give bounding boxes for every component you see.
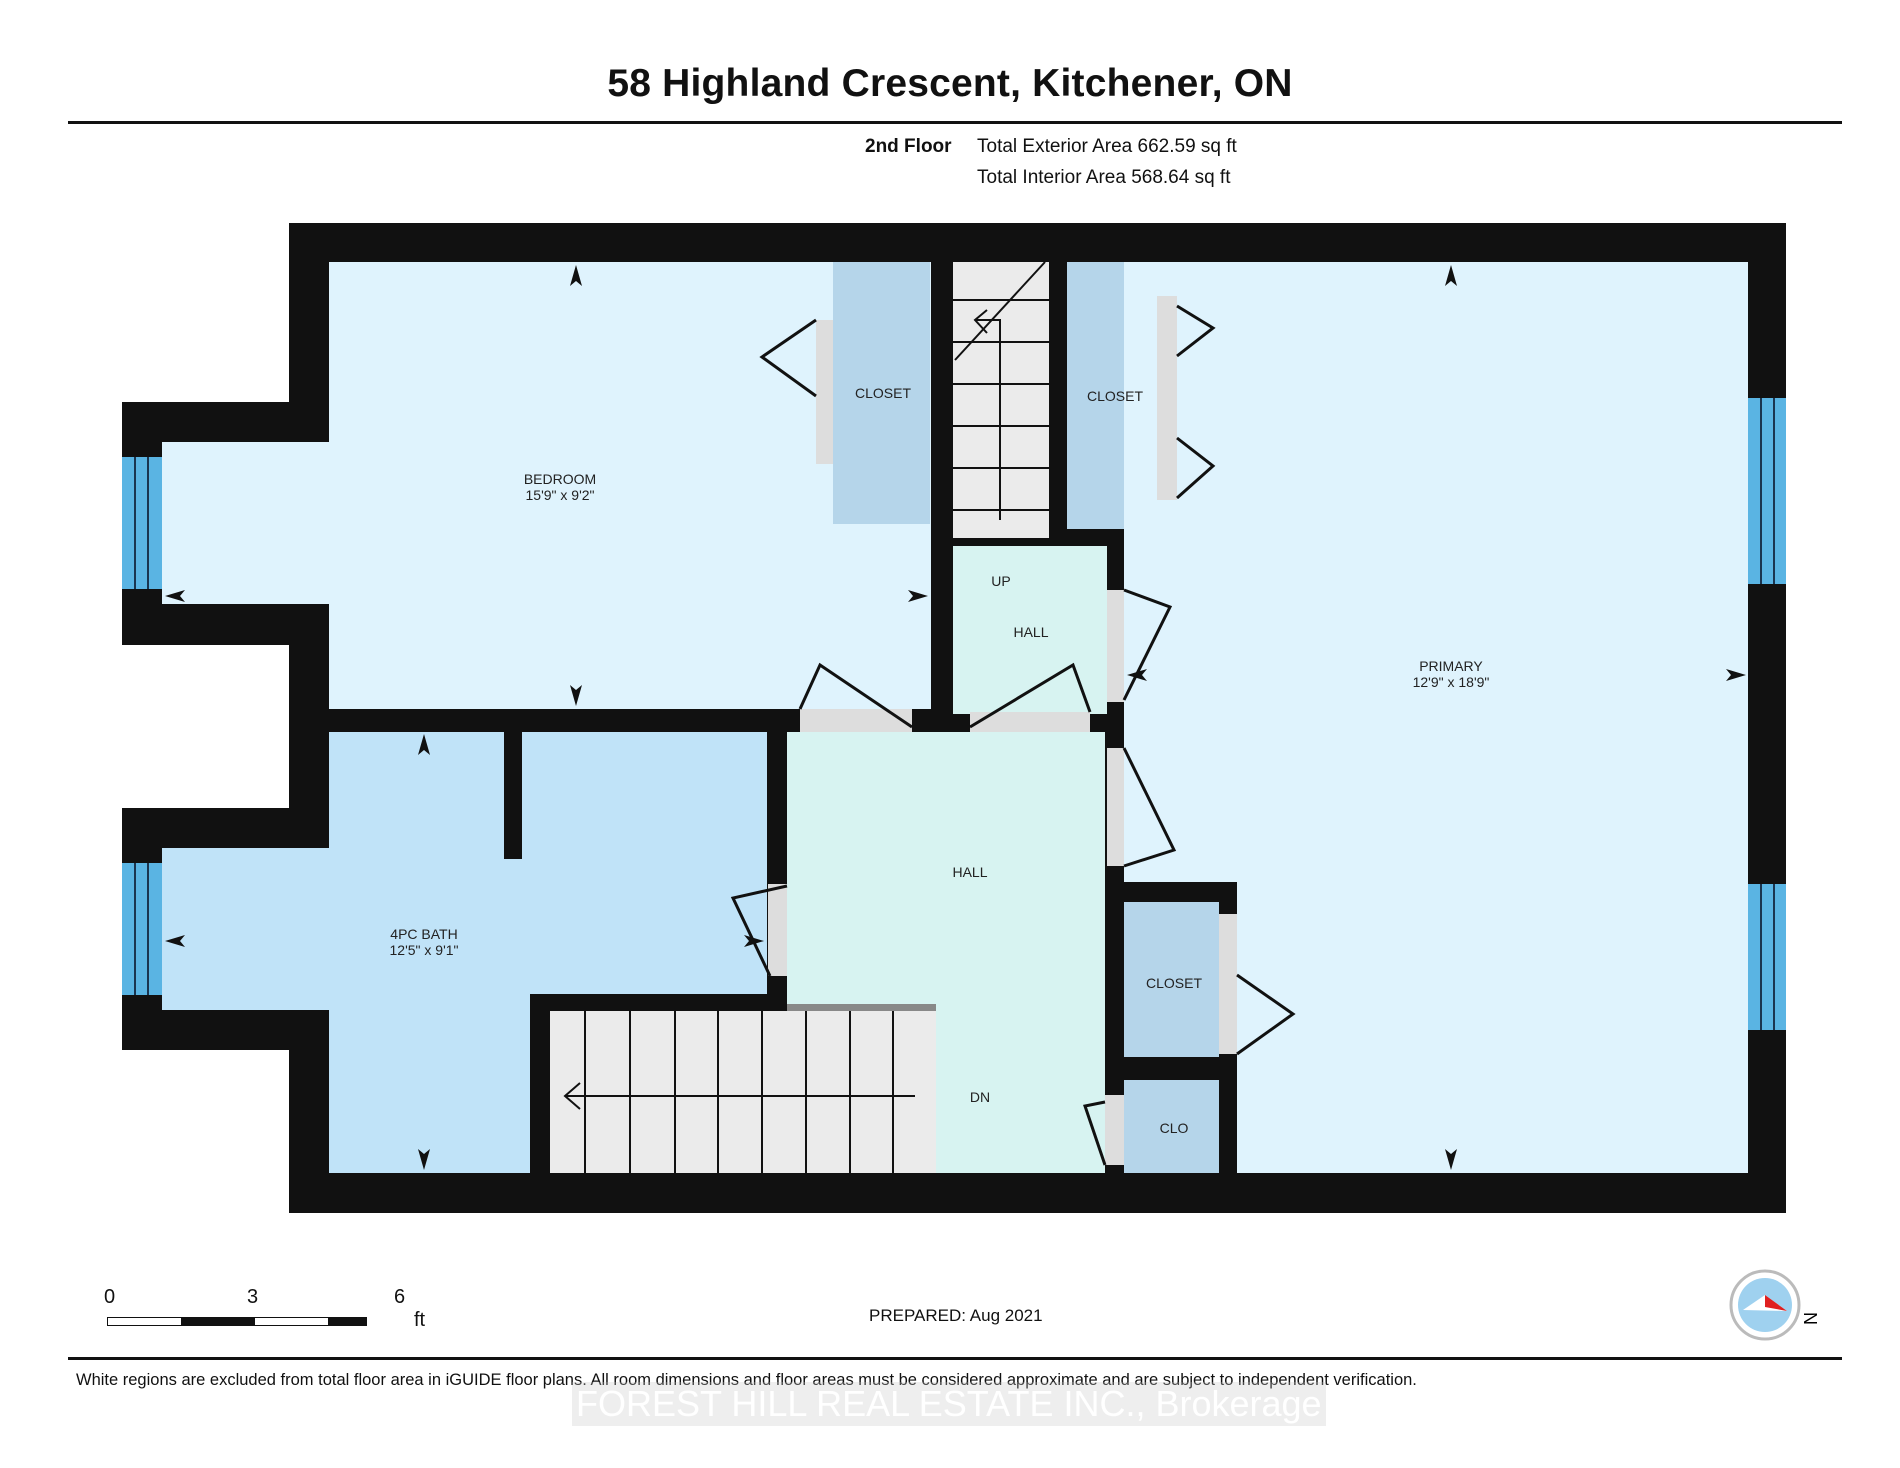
bath-bay-floor <box>162 848 332 1010</box>
door-openings <box>768 296 1237 1165</box>
primary-dims: 12'9" x 18'9" <box>1413 674 1490 690</box>
footer-divider <box>68 1357 1842 1360</box>
window-bedroom <box>122 457 162 589</box>
hall-upper-name: HALL <box>1013 624 1048 640</box>
closet-primary-bottom-floor <box>1124 902 1219 1057</box>
clo-divider-wall <box>1124 1057 1224 1080</box>
disclaimer-text: White regions are excluded from total fl… <box>76 1371 1417 1389</box>
compass-icon: N <box>1729 1269 1819 1341</box>
closet-primary-top-name: CLOSET <box>1087 388 1143 404</box>
scale-unit: ft <box>414 1309 426 1331</box>
bath-name: 4PC BATH <box>390 926 457 942</box>
page-title: 58 Highland Crescent, Kitchener, ON <box>607 62 1293 105</box>
window-primary-bottom <box>1748 884 1786 1030</box>
stair-top-edge <box>787 1004 936 1011</box>
scale-label-3: 3 <box>247 1286 259 1308</box>
scale-label-0: 0 <box>104 1286 116 1308</box>
brokerage-watermark: FOREST HILL REAL ESTATE INC., Brokerage <box>572 1382 1326 1426</box>
dimension-arrows <box>165 265 1746 1170</box>
window-bath <box>122 863 162 995</box>
door-swings <box>730 304 1296 1166</box>
window-primary-top <box>1748 398 1786 584</box>
bath-dims: 12'5" x 9'1" <box>390 942 459 958</box>
clo-name: CLO <box>1160 1120 1189 1136</box>
closet-bedroom-name: CLOSET <box>855 385 911 401</box>
scale-bar <box>107 1317 367 1326</box>
header-divider <box>68 121 1842 124</box>
bath-divider-wall <box>504 732 522 859</box>
up-label: UP <box>991 573 1010 589</box>
floor-label: 2nd Floor <box>865 136 952 157</box>
scale-label-6: 6 <box>394 1286 406 1308</box>
bedroom-name: BEDROOM <box>524 471 596 487</box>
room-floors <box>162 262 1748 1174</box>
stairs-down <box>563 1011 915 1173</box>
bedroom-dims: 15'9" x 9'2" <box>526 487 595 503</box>
windows <box>122 398 1786 1030</box>
bedroom-bay-floor <box>162 442 332 604</box>
prepared-date: PREPARED: Aug 2021 <box>869 1306 1043 1325</box>
clo-floor <box>1124 1080 1219 1173</box>
room-labels: BEDROOM 15'9" x 9'2" CLOSET CLOSET UP HA… <box>390 385 1490 1136</box>
dn-label: DN <box>970 1089 990 1105</box>
hall-lower-name: HALL <box>952 864 987 880</box>
exterior-area-text: Total Exterior Area 662.59 sq ft <box>977 136 1237 157</box>
stairs-down-floor <box>550 1011 936 1173</box>
closet-bedroom-floor <box>833 262 930 524</box>
closet-primary-bottom-name: CLOSET <box>1146 975 1202 991</box>
primary-closet-wall <box>1105 882 1237 902</box>
interior-area-text: Total Interior Area 568.64 sq ft <box>977 167 1231 188</box>
stairs-up <box>953 261 1049 520</box>
compass-north-label: N <box>1800 1312 1819 1325</box>
primary-name: PRIMARY <box>1419 658 1483 674</box>
